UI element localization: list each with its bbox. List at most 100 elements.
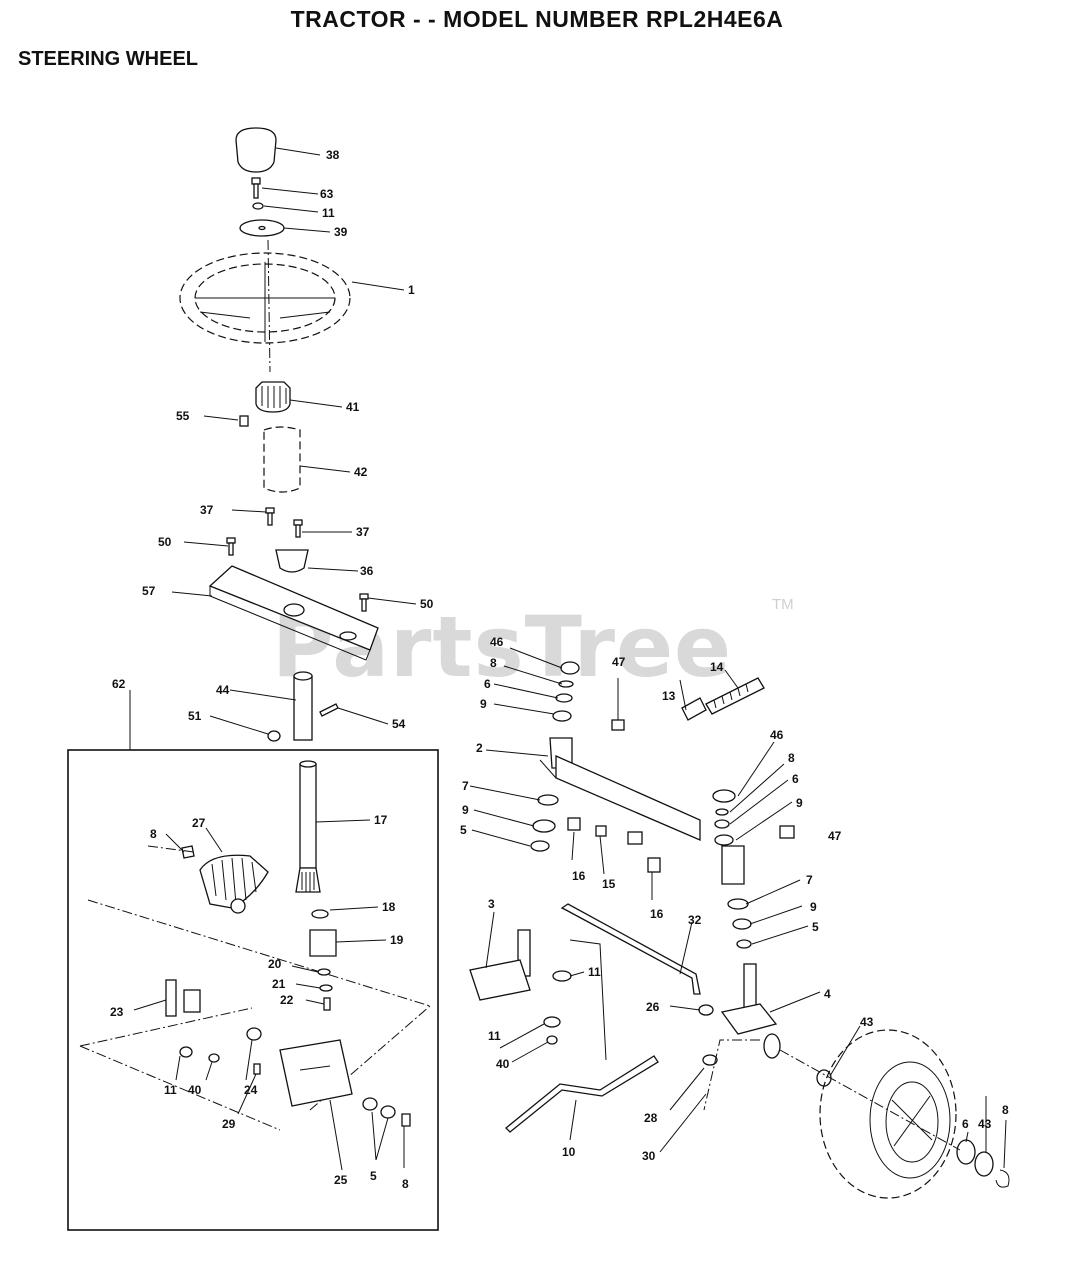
callout-47b: 47 xyxy=(828,829,842,843)
bushing-16b xyxy=(647,857,661,873)
washer-9c xyxy=(714,834,734,846)
callout-54: 54 xyxy=(392,717,406,731)
callout-9c: 9 xyxy=(462,803,469,817)
callout-44: 44 xyxy=(216,683,230,697)
callout-22: 22 xyxy=(280,993,294,1007)
washer-18 xyxy=(311,909,329,919)
bushing-5d xyxy=(736,939,752,949)
callout-11b: 11 xyxy=(164,1083,177,1097)
bolt-54 xyxy=(319,703,339,717)
cap-39 xyxy=(239,219,285,237)
steering-shaft-17 xyxy=(295,760,321,893)
bolt-63 xyxy=(251,177,261,199)
washer-6c xyxy=(956,1139,976,1165)
spindle-4 xyxy=(720,963,778,1035)
steering-knob xyxy=(235,127,277,173)
callout-5a: 5 xyxy=(370,1169,377,1183)
callout-40b: 40 xyxy=(496,1057,510,1071)
bushing-5b xyxy=(380,1105,396,1119)
section-title: STEERING WHEEL xyxy=(18,48,199,70)
pin-16 xyxy=(627,831,643,845)
callout-10: 10 xyxy=(562,1145,576,1159)
steering-tube xyxy=(263,426,301,493)
drag-link-10 xyxy=(505,1055,659,1133)
callout-46a: 46 xyxy=(490,635,504,649)
callout-6a: 6 xyxy=(484,677,491,691)
callout-46b: 46 xyxy=(770,728,784,742)
bolt-22 xyxy=(323,997,331,1011)
washer-7 xyxy=(537,794,559,806)
callout-36: 36 xyxy=(360,564,374,578)
callout-16b: 16 xyxy=(650,907,664,921)
front-wheel xyxy=(819,1029,957,1199)
nut-11c xyxy=(552,970,572,982)
washer-9b xyxy=(532,819,556,833)
callout-8a: 8 xyxy=(150,827,157,841)
callout-8d: 8 xyxy=(788,751,795,765)
bushing-16 xyxy=(567,817,581,831)
callout-11: 11 xyxy=(322,206,335,220)
shaft-44 xyxy=(293,671,313,741)
inset-frame-62 xyxy=(67,749,439,1231)
bolt-15 xyxy=(595,825,607,837)
callout-9b: 9 xyxy=(796,796,803,810)
cap-46 xyxy=(560,661,580,675)
nut-8 xyxy=(181,845,195,859)
callout-26: 26 xyxy=(646,1000,660,1014)
bolt-13-14 xyxy=(681,677,765,721)
callout-18: 18 xyxy=(382,900,396,914)
callout-3: 3 xyxy=(488,897,495,911)
bolts-50 xyxy=(226,537,369,612)
callout-1: 1 xyxy=(408,283,415,297)
callout-23: 23 xyxy=(110,1005,124,1019)
callout-27: 27 xyxy=(192,816,206,830)
sector-gear-27 xyxy=(199,854,269,914)
callout-28: 28 xyxy=(644,1111,658,1125)
nut-8b xyxy=(401,1113,411,1127)
nut-11 xyxy=(179,1046,193,1058)
washer-7b xyxy=(727,898,749,910)
support-plate xyxy=(208,565,379,661)
bracket-36 xyxy=(275,549,309,573)
bushing-24 xyxy=(246,1027,262,1041)
callout-47a: 47 xyxy=(612,655,626,669)
callout-5c: 5 xyxy=(812,920,819,934)
gear-19 xyxy=(309,929,337,957)
watermark-logo: PartsTree xyxy=(272,598,733,696)
callout-29: 29 xyxy=(222,1117,236,1131)
retainer-8 xyxy=(995,1169,1010,1188)
fitting-47 xyxy=(611,719,625,731)
washer-43b xyxy=(974,1151,994,1177)
page-title: TRACTOR - - MODEL NUMBER RPL2H4E6A xyxy=(290,6,784,32)
callout-62: 62 xyxy=(112,677,126,691)
washer-20 xyxy=(317,968,331,976)
callout-50a: 50 xyxy=(158,535,172,549)
fitting-47b xyxy=(779,825,795,839)
callout-42: 42 xyxy=(354,465,368,479)
tie-rod-32 xyxy=(560,903,701,995)
callout-43a: 43 xyxy=(860,1015,874,1029)
washer-8d xyxy=(715,808,729,816)
callout-6c: 6 xyxy=(962,1117,969,1131)
callout-57: 57 xyxy=(142,584,156,598)
callout-24: 24 xyxy=(244,1083,258,1097)
pinion-block-25 xyxy=(279,1039,353,1107)
washer-40 xyxy=(208,1053,220,1063)
callout-11c: 11 xyxy=(588,965,601,979)
callout-63: 63 xyxy=(320,187,334,201)
callout-9d: 9 xyxy=(810,900,817,914)
washer-6 xyxy=(555,693,573,703)
bushing-5 xyxy=(362,1097,378,1111)
washer-21 xyxy=(319,984,333,992)
callout-15: 15 xyxy=(602,877,616,891)
callout-2: 2 xyxy=(476,741,483,755)
bushing-5c xyxy=(530,840,550,852)
callout-50b: 50 xyxy=(420,597,434,611)
callout-32: 32 xyxy=(688,913,702,927)
callout-20: 20 xyxy=(268,957,282,971)
callout-14: 14 xyxy=(710,660,724,674)
steering-wheel xyxy=(179,252,351,344)
washer-8 xyxy=(558,680,574,688)
bolts-37 xyxy=(265,507,303,538)
